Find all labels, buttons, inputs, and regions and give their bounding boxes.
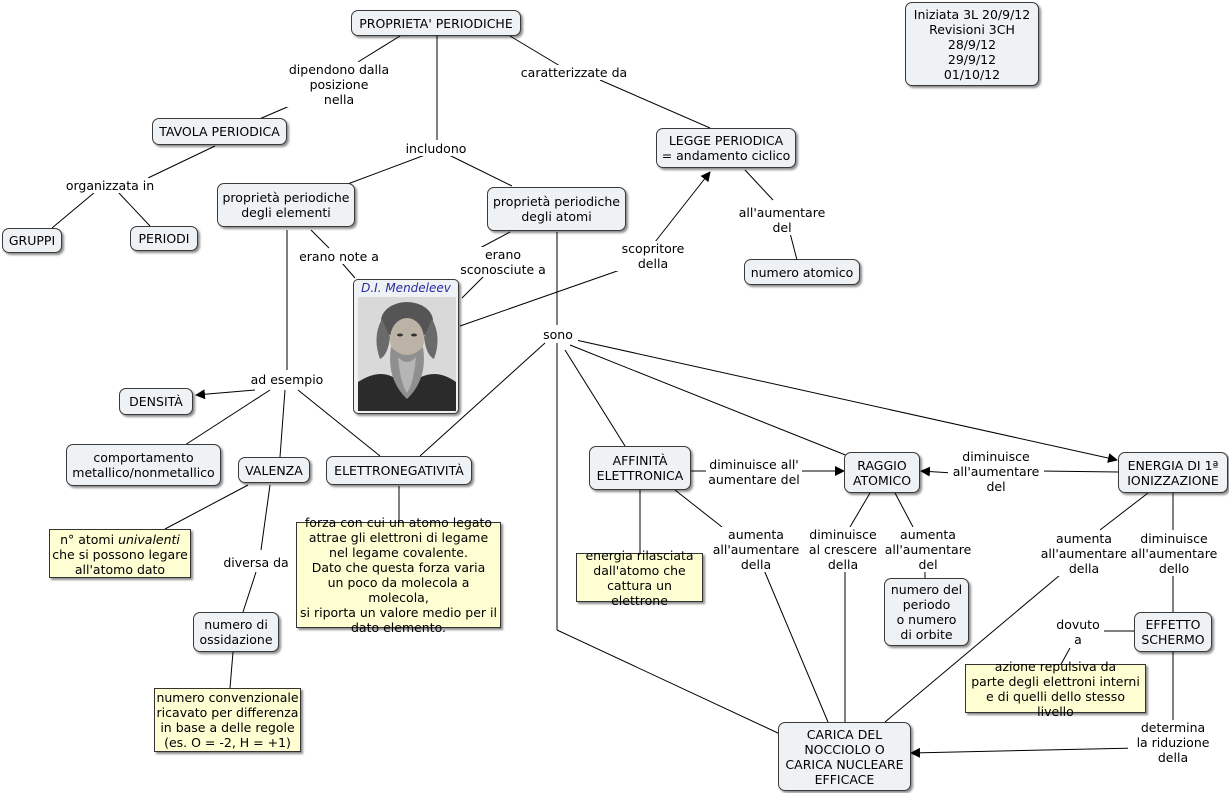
- link-aumentare-del: all'aumentare del: [734, 205, 830, 235]
- concept-legge-periodica[interactable]: LEGGE PERIODICA = andamento ciclico: [656, 128, 796, 168]
- link-includono: includono: [400, 141, 472, 156]
- link-sono: sono: [538, 327, 578, 342]
- link-organizzata: organizzata in: [62, 178, 158, 193]
- link-diminuisce-crescere: diminuisce al crescere della: [804, 527, 882, 572]
- note-affinita: energia rilasciata dall'atomo che cattur…: [576, 548, 703, 608]
- link-aumenta-aumentare-della: aumenta all'aumentare della: [708, 527, 804, 572]
- mendeleev-image: [358, 297, 456, 411]
- link-erano-note: erano note a: [294, 249, 384, 264]
- portrait-caption: D.I. Mendeleev: [361, 281, 451, 295]
- revision-box: Iniziata 3L 20/9/12 Revisioni 3CH 28/9/1…: [905, 2, 1039, 86]
- concept-numero-atomico[interactable]: numero atomico: [744, 259, 860, 285]
- concept-tavola-periodica[interactable]: TAVOLA PERIODICA: [152, 118, 287, 145]
- link-diminuisce-aumentare-del-2: diminuisce all'aumentare del: [948, 449, 1044, 494]
- concept-carica-nocciolo[interactable]: CARICA DEL NOCCIOLO O CARICA NUCLEARE EF…: [778, 722, 911, 791]
- note-effetto-schermo: azione repulsiva da parte degli elettron…: [965, 659, 1146, 719]
- link-erano-sconosciute: erano sconosciute a: [455, 247, 551, 277]
- concept-energia-ionizzazione[interactable]: ENERGIA DI 1ª IONIZZAZIONE: [1118, 452, 1228, 493]
- link-aumenta-aumentare-del: aumenta all'aumentare del: [880, 527, 976, 572]
- link-determina: determina la riduzione della: [1128, 720, 1218, 765]
- concept-comportamento[interactable]: comportamento metallico/nonmetallico: [66, 444, 221, 486]
- note-ossidazione: numero convenzionale ricavato per differ…: [154, 688, 301, 752]
- concept-numero-ossidazione[interactable]: numero di ossidazione: [193, 612, 279, 652]
- link-scopritore: scopritore della: [616, 241, 690, 271]
- link-ad-esempio: ad esempio: [245, 372, 329, 387]
- concept-raggio-atomico[interactable]: RAGGIO ATOMICO: [844, 452, 920, 493]
- concept-periodi[interactable]: PERIODI: [130, 226, 198, 251]
- concept-gruppi[interactable]: GRUPPI: [2, 228, 62, 253]
- concept-proprieta-elementi[interactable]: proprietà periodiche degli elementi: [217, 183, 355, 227]
- link-caratterizzate: caratterizzate da: [512, 65, 636, 80]
- concept-affinita-elettronica[interactable]: AFFINITÀ ELETTRONICA: [589, 446, 691, 490]
- concept-valenza[interactable]: VALENZA: [238, 457, 310, 483]
- concept-densita[interactable]: DENSITÀ: [119, 388, 193, 415]
- note-elettronegativita: forza con cui un atomo legato attrae gli…: [296, 515, 501, 635]
- concept-proprieta-periodiche[interactable]: PROPRIETA' PERIODICHE: [351, 10, 521, 36]
- note-valenza: n° atomi univalenti che si possono legar…: [49, 529, 191, 578]
- concept-effetto-schermo[interactable]: EFFETTO SCHERMO: [1134, 612, 1212, 652]
- concept-numero-periodo[interactable]: numero del periodo o numero di orbite: [884, 578, 969, 646]
- concept-elettronegativita[interactable]: ELETTRONEGATIVITÀ: [326, 456, 472, 485]
- link-diminuisce-aumentare-dello: diminuisce all'aumentare dello: [1126, 531, 1222, 576]
- link-dipendono: dipendono dalla posizione nella: [283, 62, 395, 107]
- concept-proprieta-atomi[interactable]: proprietà periodiche degli atomi: [487, 187, 626, 231]
- link-diminuisce-aumentare-del: diminuisce all' aumentare del: [706, 457, 802, 487]
- link-dovuto-a: dovuto a: [1052, 617, 1104, 647]
- link-aumenta-aumentare-della-2: aumenta all'aumentare della: [1036, 531, 1132, 576]
- link-diversa-da: diversa da: [218, 555, 294, 570]
- mendeleev-portrait[interactable]: D.I. Mendeleev: [353, 279, 459, 414]
